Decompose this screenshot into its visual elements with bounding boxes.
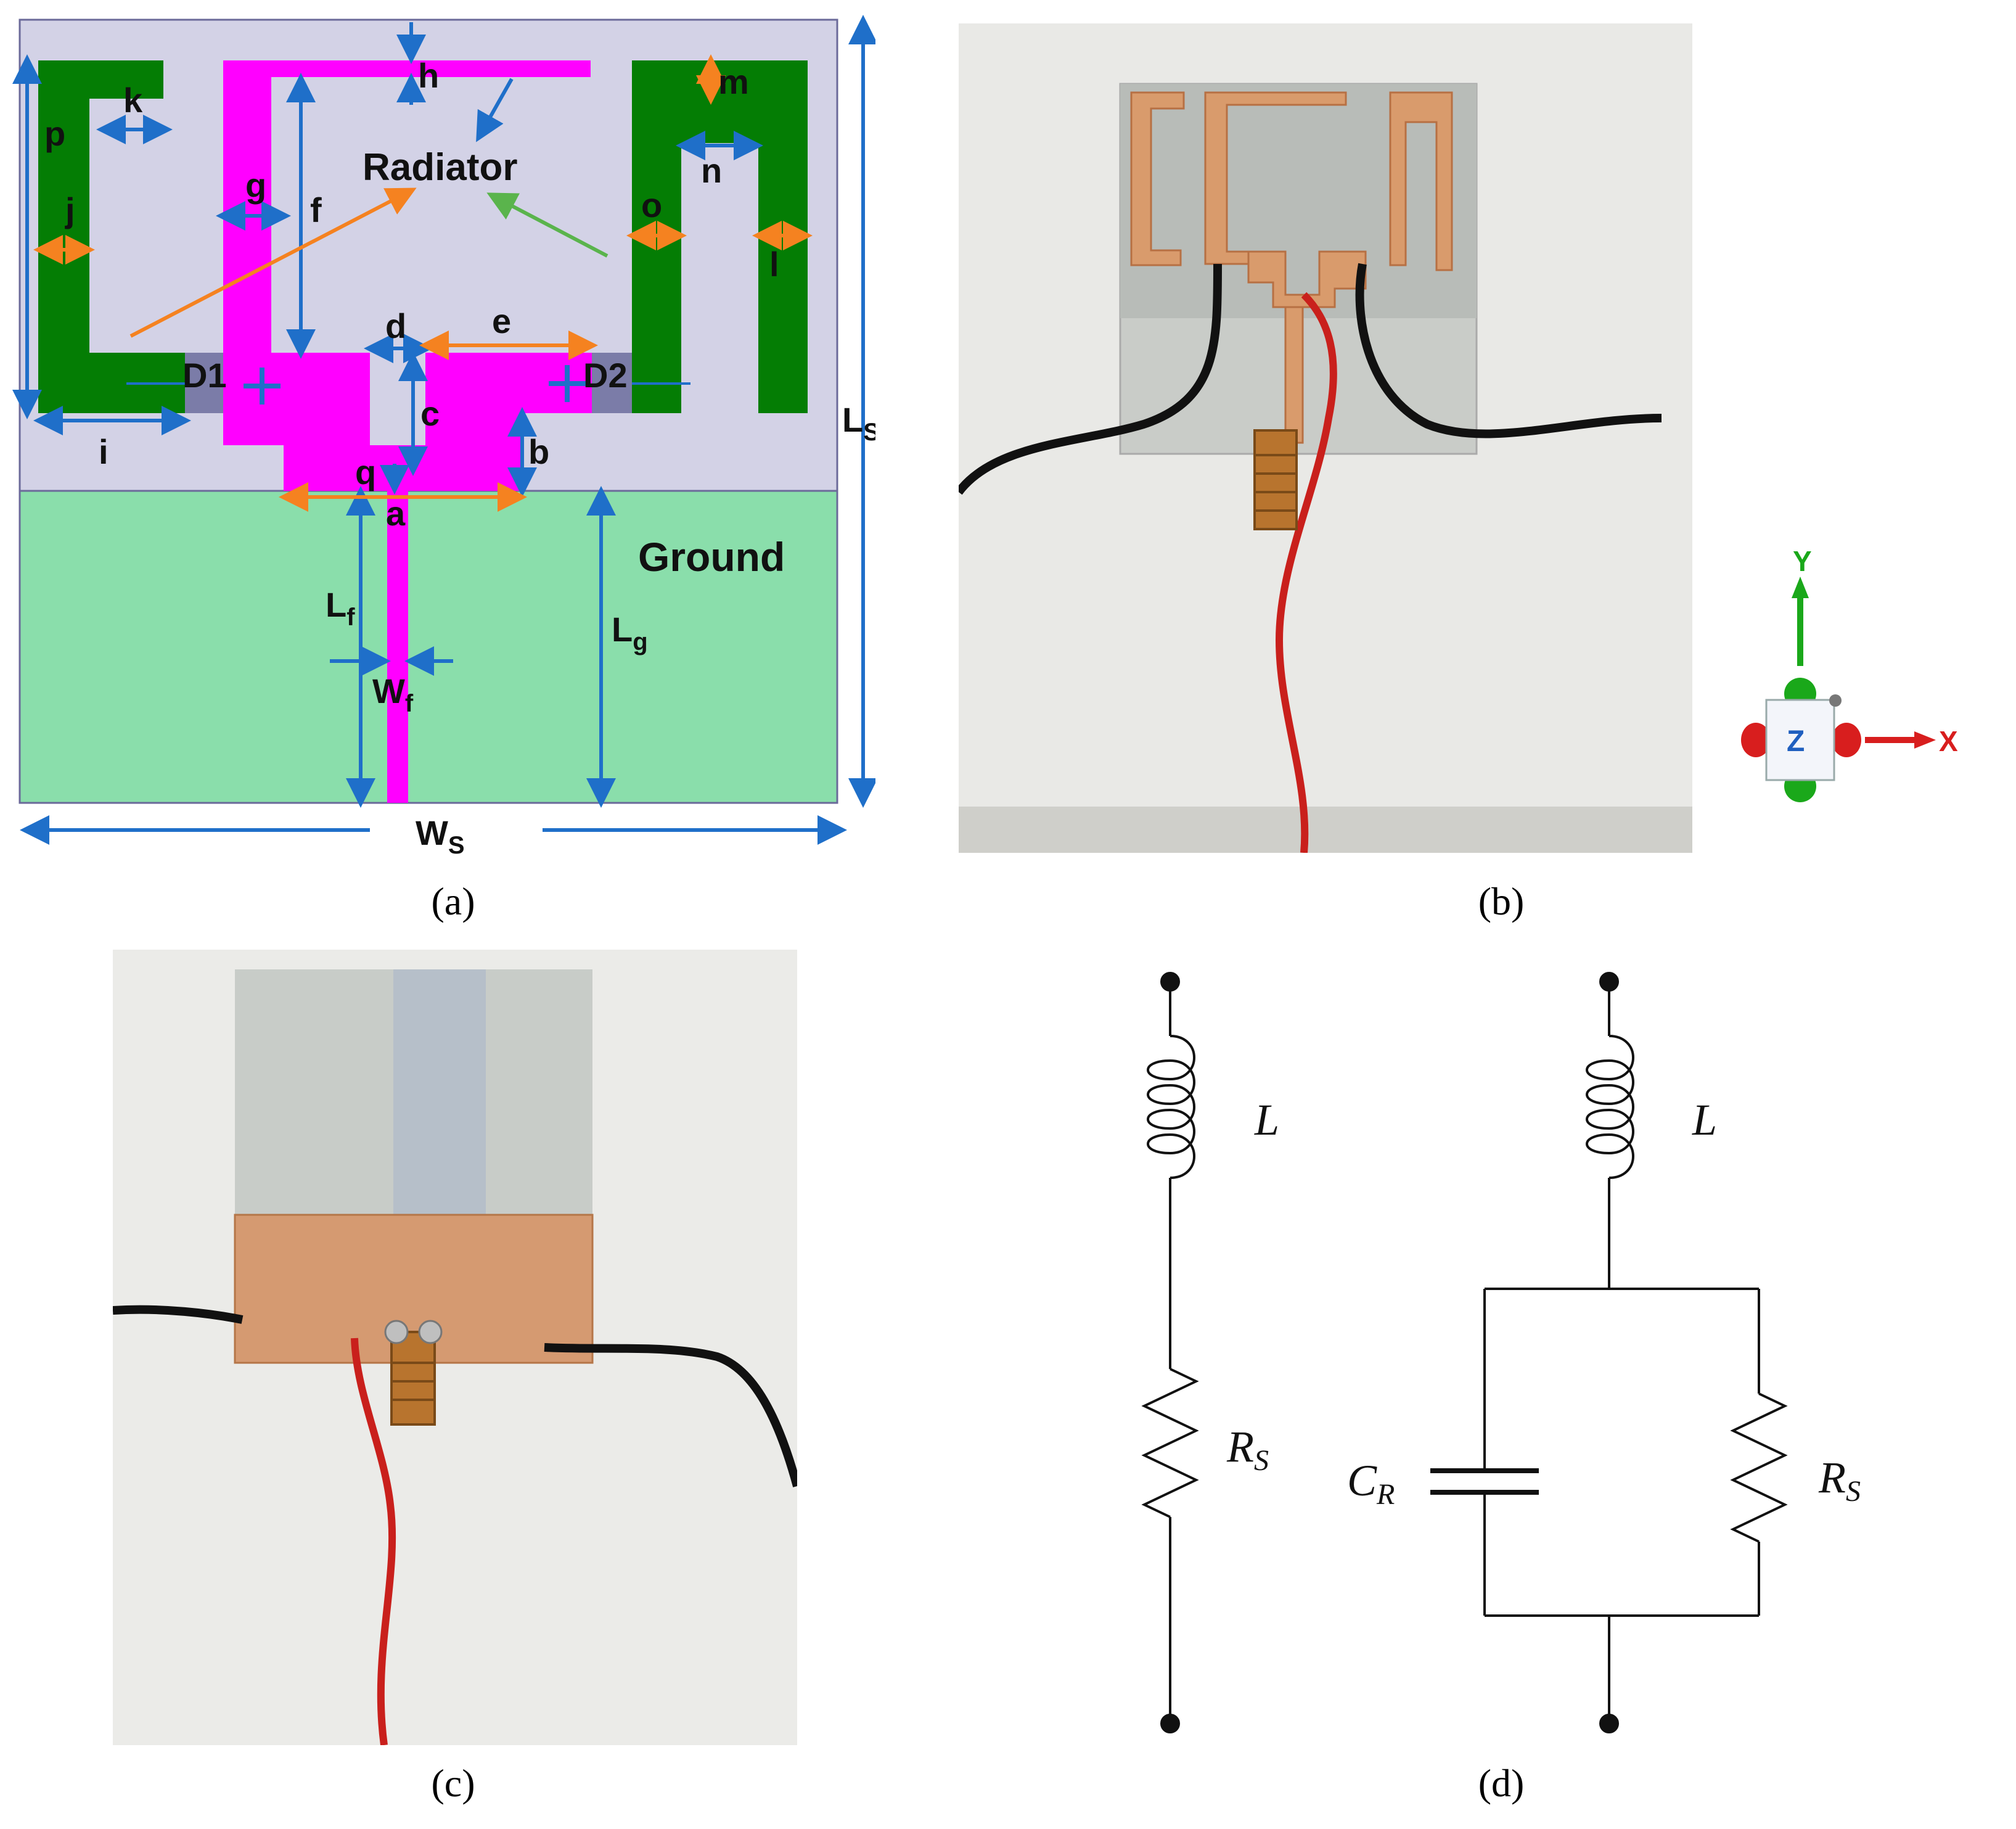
left-inductor-label: L (1254, 1095, 1279, 1145)
left-resistor-label: RS (1226, 1422, 1269, 1477)
feed-line (387, 491, 408, 803)
axis-z-label: Z (1787, 725, 1805, 758)
connector-screw-right (418, 1320, 443, 1344)
left-parasitic-copper (1130, 91, 1185, 266)
diode-d1-polarity-icon (244, 368, 281, 405)
radiator-pointer-green (486, 192, 608, 258)
label-l: l (769, 245, 779, 284)
label-d2: D2 (583, 356, 628, 395)
label-wf: Wf (372, 672, 414, 717)
fabricated-antenna-back-photo (113, 950, 797, 1745)
axis-red-knob-right (1832, 723, 1861, 757)
feed-copper (1247, 250, 1367, 308)
axis-z-box (1765, 699, 1835, 781)
right-inductor-label: L (1692, 1095, 1717, 1145)
label-q: q (355, 453, 376, 491)
label-j: j (65, 191, 75, 229)
pin-diode-equivalent-circuits: L RS L CR RS (1141, 972, 1861, 1733)
axis-green-bar (1797, 598, 1803, 666)
axis-green-arrowhead (1792, 577, 1809, 598)
right-black-wire (1355, 263, 1662, 438)
axis-y-label: Y (1793, 545, 1812, 577)
connector-screw-left (384, 1320, 409, 1344)
back-sma-connector (390, 1331, 436, 1426)
label-k: k (123, 81, 143, 120)
label-ws: WS (416, 813, 465, 859)
caption-b: (b) (1478, 879, 1525, 923)
capacitor-label: CR (1347, 1456, 1395, 1511)
label-d: d (385, 306, 406, 345)
caption-d: (d) (1478, 1761, 1525, 1805)
label-g: g (245, 166, 266, 205)
diode-d2 (592, 353, 632, 413)
left-resistor (1141, 1368, 1199, 1518)
label-e: e (492, 302, 511, 340)
antenna-layout-diagram: h m k p j g f Radiator n o l d e D1 D2 c… (12, 14, 875, 859)
label-lf: Lf (326, 585, 355, 631)
label-n: n (701, 151, 722, 190)
photo-bottom-shadow (959, 807, 1692, 853)
label-b: b (528, 432, 549, 471)
red-wire (1275, 292, 1337, 853)
fabricated-antenna-front-photo (959, 23, 1692, 853)
radiator-center-bridge (284, 445, 521, 491)
radiator (223, 60, 591, 491)
left-terminal-bottom (1160, 1714, 1180, 1733)
label-a: a (386, 494, 406, 533)
back-right-black-wire (544, 1343, 797, 1487)
label-i: i (99, 432, 109, 471)
axis-box-corner (1829, 694, 1842, 707)
back-red-wire (351, 1338, 396, 1745)
right-parasitic-copper (1389, 91, 1453, 271)
left-inductor (1147, 1035, 1195, 1179)
diode-d1 (185, 353, 223, 413)
axis-red-arrowhead (1914, 731, 1936, 749)
axis-red-knob-left (1741, 723, 1771, 757)
coordinate-axis-icon: Y Z X (1741, 545, 1958, 802)
label-lg: Lg (612, 610, 648, 656)
right-resistor-label: RS (1818, 1453, 1861, 1508)
left-parasitic-element (38, 60, 185, 413)
label-radiator: Radiator (363, 146, 517, 189)
sma-connector (1253, 429, 1298, 530)
label-f: f (310, 191, 322, 229)
feed-line-copper (1284, 306, 1304, 444)
right-terminal-bottom (1599, 1714, 1619, 1733)
label-c: c (420, 394, 440, 433)
back-board-blue-stripe (393, 969, 486, 1215)
right-inductor (1586, 1035, 1634, 1179)
right-resistor (1730, 1392, 1788, 1543)
diode-d2-polarity-icon (549, 365, 586, 402)
label-h: h (418, 56, 439, 95)
left-black-wire (959, 263, 1222, 495)
label-d1: D1 (182, 356, 227, 395)
caption-a: (a) (431, 879, 475, 923)
back-left-black-wire (113, 1305, 244, 1324)
axis-x-label: X (1939, 725, 1958, 757)
axis-red-bar (1865, 737, 1914, 743)
label-ls: LS (842, 400, 875, 446)
label-ground: Ground (638, 534, 785, 580)
caption-c: (c) (431, 1761, 475, 1805)
radiator-pointer-arrow (476, 78, 514, 142)
label-o: o (641, 186, 662, 224)
label-m: m (718, 62, 749, 101)
radiator-pointer-orange (129, 187, 417, 338)
label-p: p (44, 114, 65, 153)
